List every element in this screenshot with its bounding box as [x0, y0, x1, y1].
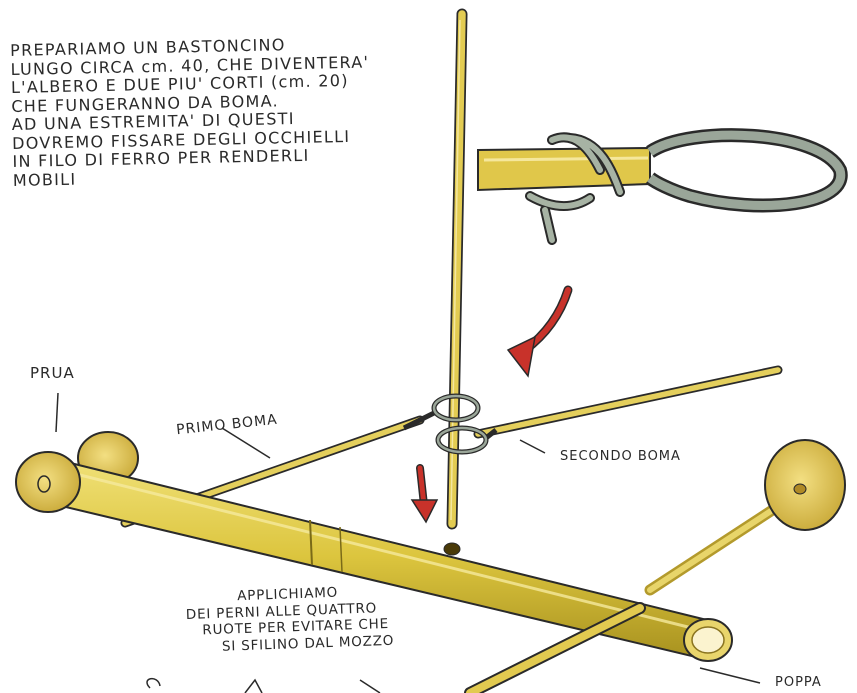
label-secondo-boma: SECONDO BOMA [560, 449, 681, 464]
pointer-lines [55, 392, 761, 693]
front-axle [464, 602, 646, 693]
rear-wheel [764, 439, 846, 531]
mast [446, 8, 468, 530]
label-poppa: POPPA [775, 675, 822, 690]
wheel-pin-note: APPLICHIAMO DEI PERNI ALLE QUATTRO RUOTE… [185, 583, 395, 656]
label-prua: PRUA [30, 364, 75, 382]
hull-body [26, 453, 733, 662]
red-arrow-lower [410, 464, 439, 524]
eyelet-detail [477, 128, 848, 245]
front-wheel [15, 451, 81, 513]
red-arrow-upper [506, 285, 573, 378]
intro-text: PREPARIAMO UN BASTONCINO LUNGO CIRCA cm.… [10, 34, 372, 189]
secondo-boma-stick [473, 365, 783, 439]
